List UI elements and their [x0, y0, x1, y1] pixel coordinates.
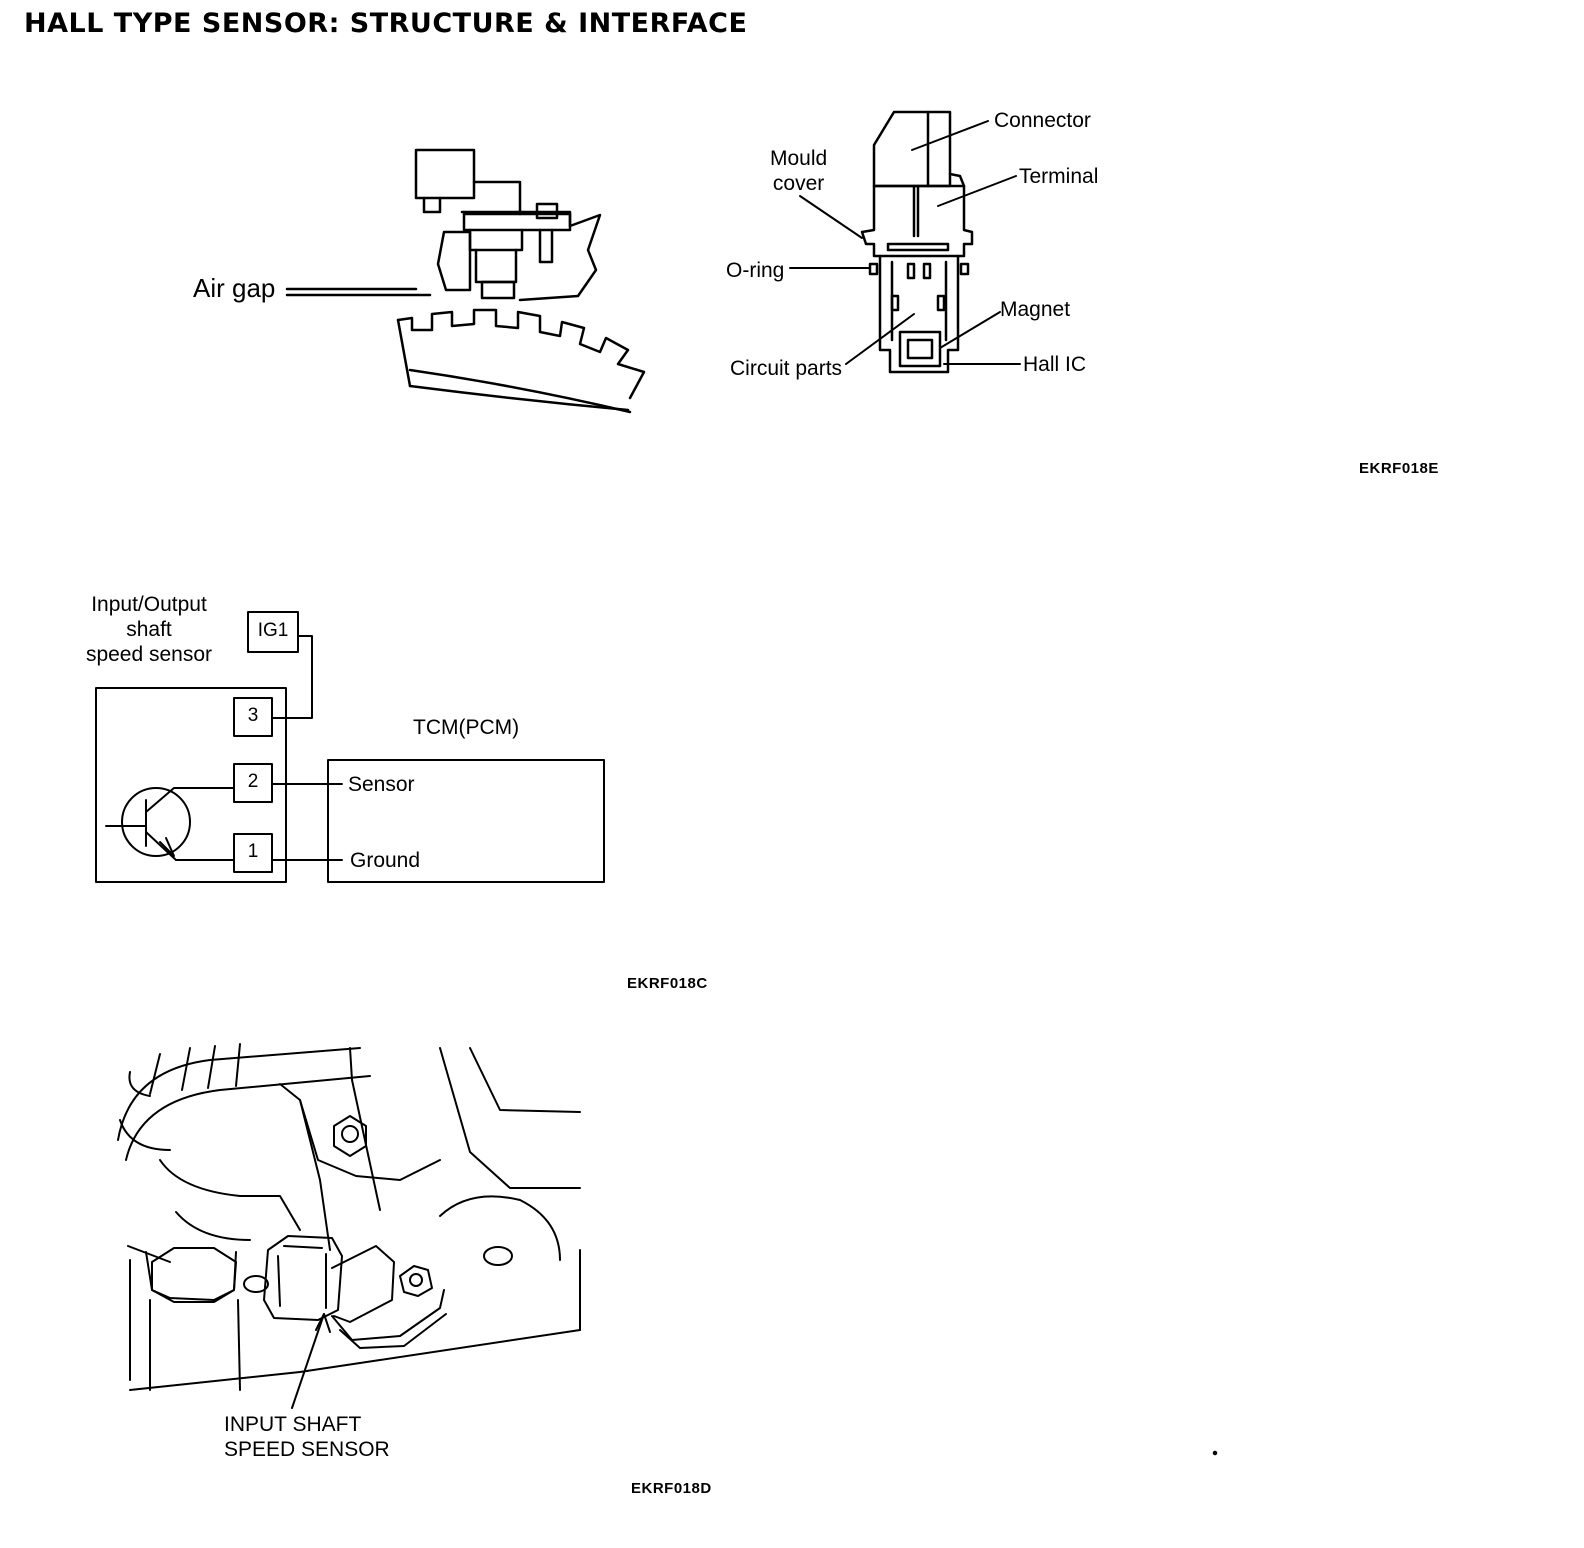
circuit-parts-label: Circuit parts [730, 357, 843, 380]
circuit-interface-drawing [95, 611, 605, 883]
magnet-label: Magnet [1000, 298, 1071, 321]
cross-section-leaders [789, 120, 1021, 365]
air-gap-label: Air gap [193, 273, 276, 303]
ground-line-label: Ground [350, 849, 421, 872]
terminal-label: Terminal [1019, 165, 1099, 188]
sensor-cross-section-drawing [860, 110, 974, 374]
mould-cover-label: Mould cover [770, 147, 828, 195]
connector-label: Connector [994, 109, 1091, 132]
air-gap-leader [285, 287, 432, 297]
page-title: HALL TYPE SENSOR: STRUCTURE & INTERFACE [24, 8, 748, 39]
figure-code-location: EKRF018D [631, 1480, 712, 1497]
pin-1-label: 1 [247, 841, 259, 862]
location-drawing [117, 1043, 581, 1409]
figure-code-structure: EKRF018E [1359, 460, 1439, 477]
o-ring-label: O-ring [726, 259, 785, 282]
ig1-label: IG1 [257, 620, 289, 641]
figure-code-interface: EKRF018C [627, 975, 708, 992]
hall-ic-label: Hall IC [1023, 353, 1087, 376]
pin-3-label: 3 [247, 705, 259, 726]
tone-wheel-sensor-drawing [396, 148, 646, 414]
tcm-label: TCM(PCM) [413, 716, 520, 739]
stray-dot [1212, 1450, 1218, 1456]
sensor-name-label: Input/Output shaft speed sensor [85, 593, 213, 666]
sensor-line-label: Sensor [348, 773, 415, 796]
input-shaft-speed-sensor-callout: INPUT SHAFT SPEED SENSOR [224, 1413, 390, 1461]
pin-2-label: 2 [247, 771, 259, 792]
